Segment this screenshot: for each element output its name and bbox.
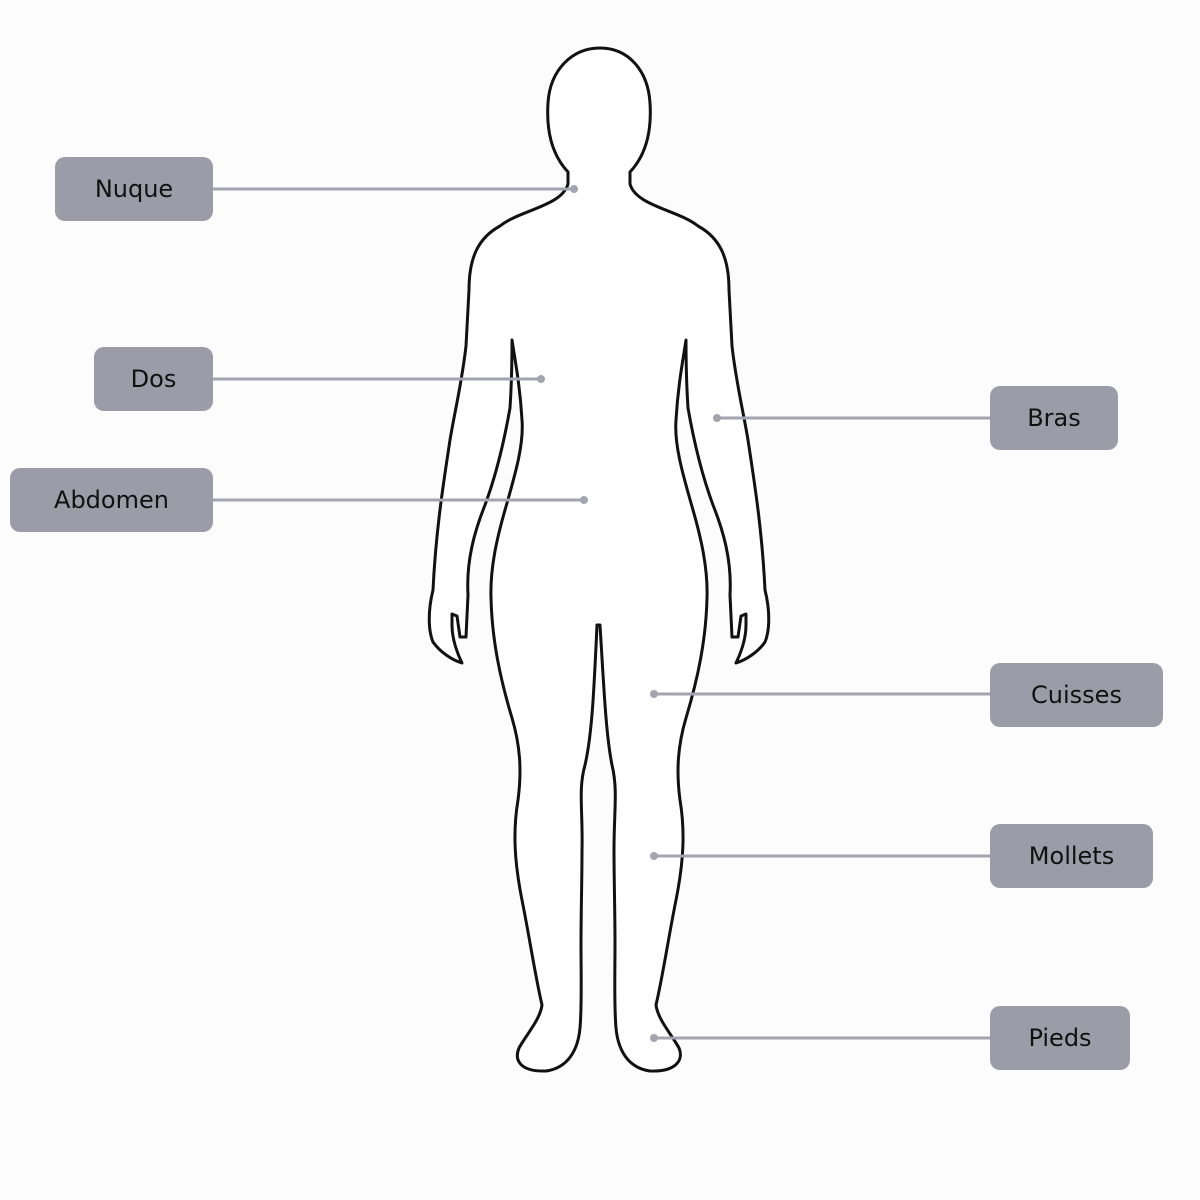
body-outline bbox=[427, 46, 771, 1073]
label-dos: Dos bbox=[94, 347, 213, 411]
label-bras: Bras bbox=[990, 386, 1118, 450]
point-cuisses bbox=[650, 690, 658, 698]
point-pieds bbox=[650, 1034, 658, 1042]
label-mollets: Mollets bbox=[990, 824, 1153, 888]
point-abdomen bbox=[580, 496, 588, 504]
point-nuque bbox=[570, 185, 578, 193]
point-dos bbox=[537, 375, 545, 383]
label-cuisses: Cuisses bbox=[990, 663, 1163, 727]
label-pieds: Pieds bbox=[990, 1006, 1130, 1070]
point-bras bbox=[713, 414, 721, 422]
label-nuque: Nuque bbox=[55, 157, 213, 221]
point-mollets bbox=[650, 852, 658, 860]
label-abdomen: Abdomen bbox=[10, 468, 213, 532]
